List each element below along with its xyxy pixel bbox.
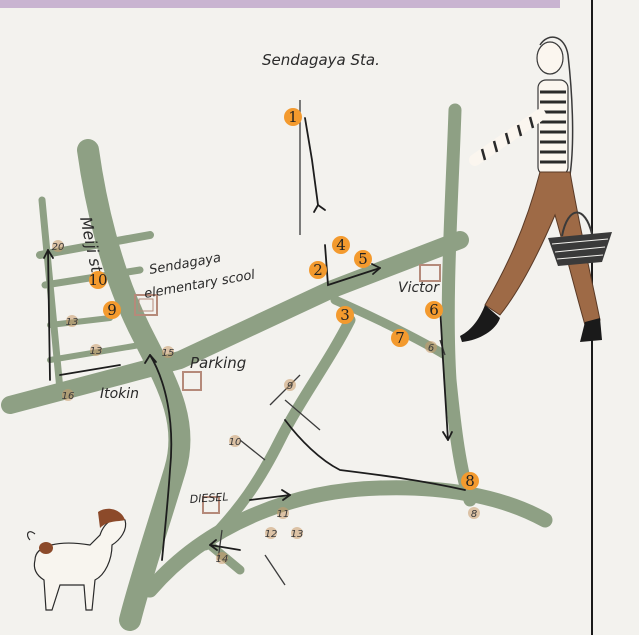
svg-text:12: 12	[265, 529, 278, 540]
svg-text:13: 13	[90, 346, 103, 357]
label-station: Sendagaya Sta.	[262, 51, 380, 69]
svg-text:8: 8	[465, 472, 475, 490]
road-left-street-3	[47, 315, 113, 328]
label-school-line1: Sendagaya	[148, 251, 222, 278]
small-numbers: 20 13 13 16 15 9 10 6 8 11 12 13 14	[52, 240, 480, 565]
svg-text:1: 1	[288, 108, 298, 126]
svg-text:3: 3	[340, 306, 350, 324]
small-number-11: 11	[277, 507, 290, 520]
small-number-12: 12	[265, 527, 278, 540]
svg-text:9: 9	[107, 301, 117, 319]
stops: 1 2 3 4 5 6 7 8 9 10	[88, 108, 479, 490]
label-diesel: DIESEL	[189, 490, 229, 506]
label-parking: Parking	[190, 354, 246, 372]
stop-7[interactable]: 7	[391, 329, 409, 347]
small-number-20: 20	[52, 240, 65, 253]
road-right-vertical	[441, 103, 477, 507]
victor-building	[419, 264, 441, 282]
svg-text:2: 2	[313, 261, 323, 279]
small-number-10: 10	[229, 435, 242, 448]
basket-icon	[548, 211, 612, 266]
label-itokin: Itokin	[100, 386, 139, 402]
small-number-15: 15	[162, 346, 175, 359]
stop-1[interactable]: 1	[284, 108, 302, 126]
school-building	[134, 294, 158, 316]
stop-9[interactable]: 9	[103, 301, 121, 319]
svg-text:14: 14	[216, 554, 229, 565]
svg-text:11: 11	[277, 509, 290, 520]
svg-text:13: 13	[66, 317, 79, 328]
label-victor: Victor	[398, 280, 440, 296]
small-number-13a: 13	[66, 315, 79, 328]
parking-building	[182, 371, 202, 391]
svg-text:7: 7	[395, 329, 405, 347]
svg-text:10: 10	[88, 271, 107, 289]
svg-text:15: 15	[162, 348, 175, 359]
stop-5[interactable]: 5	[354, 250, 372, 268]
stop-10[interactable]: 10	[88, 271, 108, 289]
stop-3[interactable]: 3	[336, 306, 354, 324]
svg-text:10: 10	[229, 437, 242, 448]
svg-text:5: 5	[358, 250, 368, 268]
diesel-building	[202, 496, 220, 514]
svg-text:20: 20	[52, 242, 65, 253]
stop-4[interactable]: 4	[332, 236, 350, 254]
small-number-6: 6	[425, 341, 437, 354]
svg-text:8: 8	[471, 509, 477, 520]
small-number-16: 16	[62, 389, 75, 402]
svg-text:9: 9	[287, 381, 293, 392]
road-left-vertical	[38, 196, 64, 394]
svg-text:13: 13	[291, 529, 304, 540]
small-number-9: 9	[284, 379, 296, 392]
svg-text:4: 4	[336, 236, 346, 254]
top-color-band	[0, 0, 560, 8]
svg-text:6: 6	[429, 301, 439, 319]
small-number-14: 14	[216, 552, 229, 565]
small-number-8: 8	[468, 507, 480, 520]
small-number-13c: 13	[291, 527, 304, 540]
road-meiji-street	[77, 139, 191, 631]
stop-8[interactable]: 8	[461, 472, 479, 490]
road-main-avenue	[1, 231, 469, 414]
dog-icon	[26, 508, 127, 611]
road-diagonal-south	[199, 314, 356, 551]
svg-text:16: 16	[62, 391, 75, 402]
walking-woman-icon	[460, 36, 612, 342]
small-number-13b: 13	[90, 344, 103, 357]
stop-2[interactable]: 2	[309, 261, 327, 279]
walking-route	[43, 117, 466, 561]
svg-text:6: 6	[428, 343, 434, 354]
stop-6[interactable]: 6	[425, 301, 443, 319]
